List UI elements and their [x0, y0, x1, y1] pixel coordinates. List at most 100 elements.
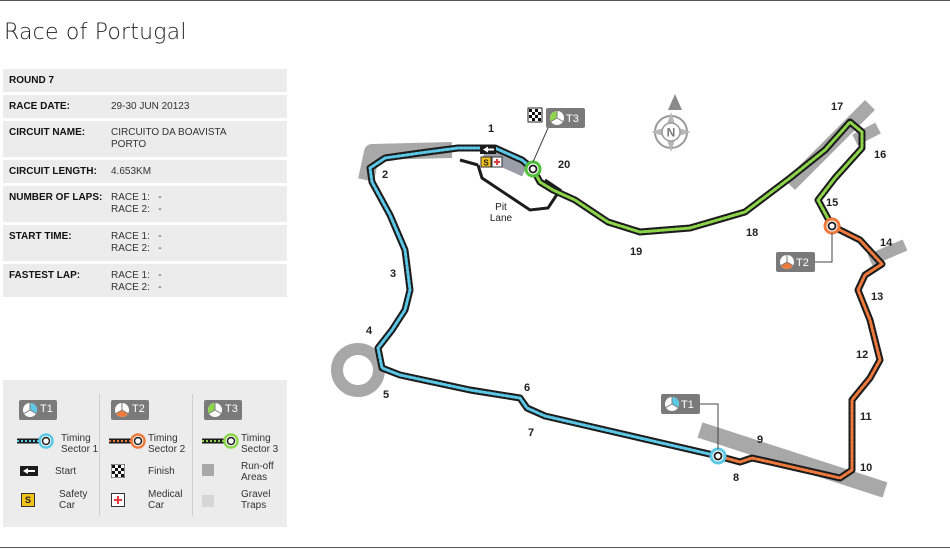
- map-safety-car-glyph: S: [483, 159, 489, 168]
- turn-13: 13: [871, 291, 883, 303]
- legend-gravel-line2: Traps: [241, 500, 267, 511]
- map-t3-badge: T3: [546, 108, 585, 128]
- start-race2: RACE 2: -: [111, 243, 162, 254]
- legend-divider: [99, 394, 100, 516]
- map-finish-flag-icon: [527, 107, 543, 123]
- legend-panel: T1 T2 T3 Timing Sector 1 Timing Sector 2…: [3, 380, 287, 527]
- turn-17: 17: [831, 101, 843, 113]
- t3-leader-line: [532, 118, 549, 163]
- runoff-swatch-icon: [202, 464, 214, 476]
- race-date-label: RACE DATE:: [9, 101, 70, 112]
- page-title: Race of Portugal: [4, 20, 187, 45]
- laps-label: NUMBER OF LAPS:: [9, 192, 103, 203]
- fastest-race1: RACE 1: -: [111, 270, 162, 281]
- info-row-round: ROUND 7: [3, 69, 287, 92]
- fastest-race2: RACE 2: -: [111, 282, 162, 293]
- info-row-laps: NUMBER OF LAPS: RACE 1: - RACE 2: -: [3, 186, 287, 222]
- turn-18: 18: [746, 227, 758, 239]
- turn-6: 6: [524, 382, 530, 394]
- legend-sector3-line1: Timing: [241, 433, 271, 444]
- runoff-pit-box: [482, 145, 528, 177]
- turn-11: 11: [860, 411, 872, 423]
- circuit-name-line1: CIRCUITO DA BOAVISTA: [111, 127, 227, 138]
- top-rule: [0, 0, 950, 1]
- info-row-circuit-length: CIRCUIT LENGTH: 4.653KM: [3, 160, 287, 183]
- map-t1-badge: T1: [661, 394, 700, 414]
- legend-divider: [192, 394, 193, 516]
- legend-sector1-line2: Sector 1: [61, 444, 99, 455]
- chequered-flag-icon: [111, 464, 125, 478]
- legend-start: Start: [55, 466, 77, 477]
- compass-north-icon: N: [651, 94, 691, 152]
- turn-20: 20: [558, 159, 570, 171]
- legend-t1-text: T1: [40, 403, 53, 415]
- start-race1: RACE 1: -: [111, 231, 162, 242]
- start-marker-icon: [480, 145, 496, 154]
- legend-t2-badge: T2: [111, 400, 149, 420]
- turn-7: 7: [528, 427, 534, 439]
- turn-3: 3: [390, 268, 396, 280]
- legend-medical-line1: Medical: [148, 489, 183, 500]
- pit-lane-label-line2: Lane: [490, 213, 513, 224]
- turn-12: 12: [856, 349, 868, 361]
- turn-16: 16: [874, 149, 886, 161]
- legend-runoff-line1: Run-off: [241, 461, 274, 472]
- legend-t2-text: T2: [132, 403, 145, 415]
- map-t3-text: T3: [566, 113, 579, 125]
- safety-car-icon: S: [21, 493, 35, 507]
- legend-t1-badge: T1: [19, 400, 57, 420]
- circuit-length-value: 4.653KM: [111, 166, 152, 177]
- runoff-straight-end: [697, 422, 888, 498]
- sector2-path: [714, 222, 886, 482]
- t2-timing-point: [823, 217, 841, 235]
- runoff-roundabout: [331, 343, 385, 397]
- t1-timing-point: [709, 447, 727, 465]
- t1-leader-line: [700, 403, 719, 449]
- stopwatch-icon: [115, 403, 129, 417]
- compass-north-text: N: [667, 126, 676, 140]
- turn-numbers: 1 2 3 4 5 6 7 8 9 10 11 12 13 14 15 16 1…: [366, 101, 893, 484]
- bottom-rule: [0, 547, 950, 548]
- start-arrow-icon: [20, 466, 38, 476]
- turn-5: 5: [383, 389, 389, 401]
- legend-t3-badge: T3: [204, 400, 242, 420]
- info-row-race-date: RACE DATE: 29-30 JUN 20123: [3, 95, 287, 118]
- info-row-circuit-name: CIRCUIT NAME: CIRCUITO DA BOAVISTA PORTO: [3, 121, 287, 157]
- fastest-lap-label: FASTEST LAP:: [9, 270, 81, 281]
- legend-sector3-line2: Sector 3: [241, 444, 279, 455]
- legend-sector2-line1: Timing: [148, 433, 178, 444]
- legend-runoff-line2: Areas: [241, 472, 268, 483]
- medical-car-icon: [111, 493, 125, 507]
- legend-medical-line2: Car: [148, 500, 165, 511]
- t3-timing-point: [524, 160, 542, 178]
- round-label: ROUND 7: [9, 75, 55, 86]
- turn-1: 1: [488, 123, 494, 135]
- gravel-swatch-icon: [202, 495, 214, 507]
- legend-safety-line2: Car: [59, 500, 76, 511]
- t2-leader-line: [810, 233, 833, 263]
- turn-19: 19: [630, 246, 642, 258]
- pit-lane-entry: [459, 158, 479, 167]
- sector1-sample-icon: [17, 433, 54, 449]
- legend-safety-line1: Safety: [59, 489, 88, 500]
- laps-race1: RACE 1: -: [111, 192, 162, 203]
- legend-finish: Finish: [148, 466, 175, 477]
- start-time-label: START TIME:: [9, 231, 72, 242]
- legend-gravel-line1: Gravel: [241, 489, 271, 500]
- map-t1-text: T1: [681, 399, 694, 411]
- turn-10: 10: [860, 462, 872, 474]
- legend-t3-text: T3: [225, 403, 238, 415]
- sector3-path: [529, 118, 866, 236]
- circuit-name-label: CIRCUIT NAME:: [9, 127, 86, 138]
- map-medical-car-icon: [491, 156, 503, 168]
- map-safety-car-icon: [480, 156, 492, 168]
- info-row-start-time: START TIME: RACE 1: - RACE 2: -: [3, 225, 287, 261]
- stopwatch-icon: [208, 403, 222, 417]
- legend-sector2-line2: Sector 2: [148, 444, 186, 455]
- circuit-name-line2: PORTO: [111, 139, 147, 150]
- info-row-fastest-lap: FASTEST LAP: RACE 1: - RACE 2: -: [3, 264, 287, 297]
- turn-15: 15: [826, 197, 838, 209]
- race-date-value: 29-30 JUN 20123: [111, 101, 190, 112]
- legend-sector1-line1: Timing: [61, 433, 91, 444]
